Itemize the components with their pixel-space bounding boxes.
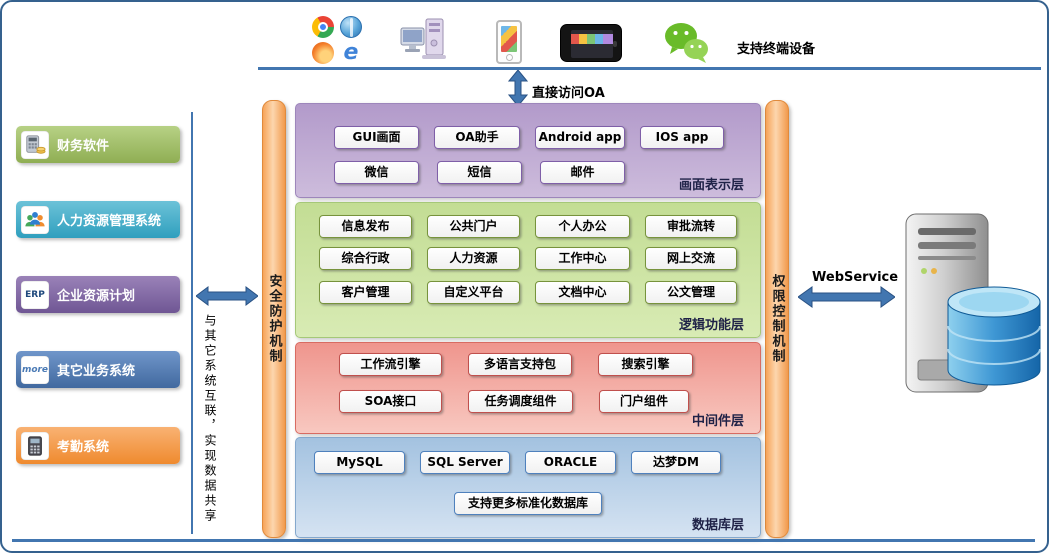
module-gui: GUI画面 (334, 126, 419, 149)
module-android-app: Android app (535, 126, 625, 149)
people-icon (21, 205, 49, 234)
webservice-arrow (798, 286, 895, 308)
integration-arrow (196, 286, 258, 306)
module-workflow-engine: 工作流引擎 (339, 353, 442, 376)
layer-database: MySQL SQL Server ORACLE 达梦DM 支持更多标准化数据库 … (295, 437, 761, 538)
db-oracle: ORACLE (525, 451, 616, 474)
module-work-center: 工作中心 (535, 247, 630, 270)
webservice-label: WebService (812, 270, 899, 285)
security-bar-label: 安全防护机制 (266, 274, 282, 364)
system-other: more 其它业务系统 (16, 351, 180, 388)
module-oa-assistant: OA助手 (434, 126, 520, 149)
system-attendance: 考勤系统 (16, 427, 180, 464)
globe-icon (340, 16, 362, 38)
module-approval-flow: 审批流转 (645, 215, 737, 238)
db-dm: 达梦DM (631, 451, 721, 474)
integration-note: 与其它系统互联，实现数据共享 (203, 314, 217, 524)
server-database-icon (905, 213, 1041, 393)
erp-badge: ERP (21, 280, 49, 309)
browser-icons: e (312, 16, 364, 64)
module-public-portal: 公共门户 (427, 215, 520, 238)
smartphone-icon (560, 24, 622, 62)
permission-bar: 权限控制机制 (765, 100, 789, 538)
attendance-icon (21, 431, 49, 460)
system-label: 人力资源管理系统 (57, 214, 162, 229)
system-label: 其它业务系统 (57, 364, 136, 379)
direct-access-arrow (508, 70, 528, 106)
module-sms: 短信 (437, 161, 522, 184)
firefox-icon (312, 42, 334, 64)
db-mysql: MySQL (314, 451, 405, 474)
permission-bar-label: 权限控制机制 (769, 274, 785, 364)
direct-access-label: 直接访问OA (532, 86, 605, 101)
module-official-doc: 公文管理 (645, 281, 737, 304)
security-bar: 安全防护机制 (262, 100, 286, 538)
module-custom-platform: 自定义平台 (427, 281, 520, 304)
system-label: 考勤系统 (57, 440, 110, 455)
chrome-icon (312, 16, 334, 38)
system-label: 财务软件 (57, 139, 110, 154)
mobile-phone-icon (496, 20, 522, 64)
more-badge: more (21, 355, 49, 384)
module-hr: 人力资源 (427, 247, 520, 270)
module-search-engine: 搜索引擎 (598, 353, 693, 376)
module-email: 邮件 (540, 161, 625, 184)
integration-line (191, 112, 193, 534)
terminal-divider-line (258, 67, 1041, 70)
module-soa-interface: SOA接口 (339, 390, 442, 413)
system-hr: 人力资源管理系统 (16, 201, 180, 238)
layer-logic-label: 逻辑功能层 (678, 318, 744, 333)
layer-presentation-label: 画面表示层 (678, 178, 744, 193)
module-admin: 综合行政 (319, 247, 412, 270)
module-document-center: 文档中心 (535, 281, 630, 304)
layer-database-label: 数据库层 (691, 518, 744, 533)
module-personal-office: 个人办公 (535, 215, 630, 238)
module-online-communication: 网上交流 (645, 247, 737, 270)
wechat-icon (665, 23, 708, 63)
layer-middleware: 工作流引擎 多语言支持包 搜索引擎 SOA接口 任务调度组件 门户组件 中间件层 (295, 342, 761, 434)
module-wechat: 微信 (334, 161, 419, 184)
module-ios-app: IOS app (640, 126, 724, 149)
module-customer-mgmt: 客户管理 (319, 281, 412, 304)
system-label: 企业资源计划 (57, 289, 136, 304)
module-multilang-pack: 多语言支持包 (468, 353, 572, 376)
terminal-devices-label: 支持终端设备 (737, 42, 816, 57)
system-erp: ERP 企业资源计划 (16, 276, 180, 313)
finance-icon (21, 130, 49, 159)
db-more-standard: 支持更多标准化数据库 (454, 492, 602, 515)
db-sqlserver: SQL Server (420, 451, 510, 474)
module-info-publish: 信息发布 (319, 215, 412, 238)
desktop-icon (400, 18, 446, 59)
layer-logic: 信息发布 公共门户 个人办公 审批流转 综合行政 人力资源 工作中心 网上交流 … (295, 202, 761, 338)
ie-icon: e (343, 40, 359, 65)
bottom-divider-line (12, 539, 1035, 542)
module-portal-component: 门户组件 (599, 390, 689, 413)
module-task-scheduler: 任务调度组件 (468, 390, 573, 413)
layer-presentation: GUI画面 OA助手 Android app IOS app 微信 短信 邮件 … (295, 103, 761, 198)
system-finance: 财务软件 (16, 126, 180, 163)
layer-middleware-label: 中间件层 (691, 414, 744, 429)
